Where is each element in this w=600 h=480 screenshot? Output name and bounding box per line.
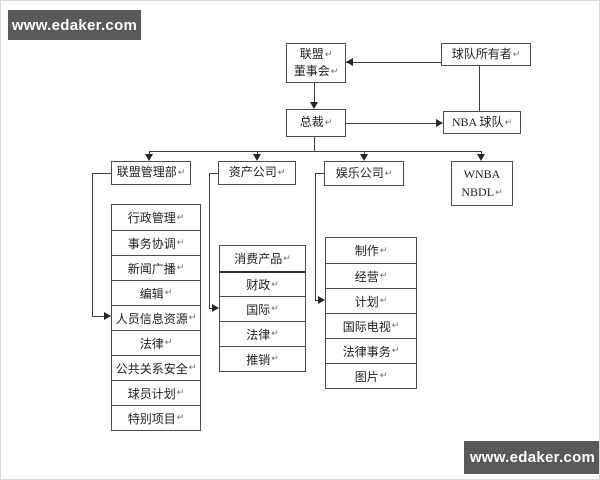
return-mark: ↵	[324, 49, 333, 60]
watermark-top-left: www.edaker.com	[8, 10, 141, 40]
connector-president-stem	[314, 137, 315, 152]
return-mark: ↵	[188, 313, 197, 323]
stack-entertainment-company: 制作↵ 经营↵ 计划↵ 国际电视↵ 法律事务↵ 图片↵	[325, 237, 417, 389]
node-wnba-line2: NBDL↵	[461, 184, 503, 199]
org-cell: 经营↵	[326, 263, 416, 288]
watermark-bottom-right: www.edaker.com	[464, 441, 599, 474]
org-cell: 国际电视↵	[326, 313, 416, 338]
org-cell: 消费产品↵	[234, 252, 291, 266]
return-mark: ↵	[176, 238, 185, 248]
org-cell: 球员计划↵	[112, 380, 200, 405]
org-cell: 法律↵	[220, 321, 305, 346]
return-mark: ↵	[379, 245, 388, 256]
org-cell: 编辑↵	[112, 280, 200, 305]
org-cell: 新闻广播↵	[112, 255, 200, 280]
return-mark: ↵	[176, 263, 185, 273]
node-wnba-nbdl: WNBA NBDL↵	[451, 161, 513, 206]
org-cell: 财政↵	[220, 271, 305, 296]
org-cell: 事务协调↵	[112, 230, 200, 255]
org-cell: 制作↵	[354, 244, 388, 258]
return-mark: ↵	[271, 279, 279, 290]
connector-drop-asset	[257, 151, 258, 156]
return-mark: ↵	[277, 168, 286, 179]
bracket-entertainment-bottom	[315, 300, 319, 301]
node-team-owners: 球队所有者↵	[441, 43, 531, 66]
connector-drop-management	[149, 151, 150, 156]
node-wnba-line1: WNBA	[463, 167, 501, 182]
org-cell: 法律↵	[112, 330, 200, 355]
arrowhead-right	[104, 312, 111, 320]
stack-league-management: 行政管理↵ 事务协调↵ 新闻广播↵ 编辑↵ 人员信息资源↵ 法律↵ 公共关系安全…	[111, 204, 201, 431]
bracket-management-top	[92, 173, 111, 174]
org-cell: 推销↵	[220, 346, 305, 371]
org-cell: 行政管理↵	[127, 211, 185, 225]
arrowhead-right	[318, 296, 325, 304]
org-cell: 计划↵	[326, 288, 416, 313]
node-league-management: 联盟管理部↵	[111, 161, 191, 185]
bracket-asset-bottom	[209, 308, 213, 309]
return-mark: ↵	[504, 117, 513, 128]
return-mark: ↵	[271, 329, 279, 339]
org-cell: 人员信息资源↵	[112, 305, 200, 330]
return-mark: ↵	[379, 296, 388, 306]
return-mark: ↵	[512, 49, 521, 60]
return-mark: ↵	[324, 118, 333, 129]
return-mark: ↵	[384, 168, 393, 179]
node-nba-teams: NBA 球队↵	[443, 111, 521, 134]
arrowhead-down	[145, 154, 153, 161]
arrowhead-right	[436, 119, 443, 127]
return-mark: ↵	[271, 304, 279, 314]
return-mark: ↵	[177, 168, 186, 179]
return-mark: ↵	[164, 288, 173, 298]
bracket-management-bottom	[92, 316, 105, 317]
node-league-board-line1: 联盟↵	[299, 46, 333, 61]
arrowhead-down	[360, 154, 368, 161]
arrowhead-down	[477, 154, 485, 161]
org-cell: 公共关系安全↵	[112, 355, 200, 380]
org-cell: 法律事务↵	[326, 338, 416, 363]
node-president: 总裁↵	[286, 109, 346, 137]
node-entertainment-company: 娱乐公司↵	[324, 161, 404, 186]
return-mark: ↵	[271, 354, 279, 364]
arrowhead-right	[212, 304, 219, 312]
bracket-asset-side	[209, 173, 210, 308]
org-cell: 图片↵	[326, 363, 416, 388]
return-mark: ↵	[176, 212, 185, 223]
arrowhead-down	[310, 102, 318, 109]
return-mark: ↵	[188, 363, 197, 373]
org-cell: 国际↵	[220, 296, 305, 321]
connector-president-to-nbateams	[346, 123, 436, 124]
node-league-board-line2: 董事会↵	[293, 64, 339, 78]
bracket-asset-top	[209, 173, 218, 174]
bracket-entertainment-side	[315, 173, 316, 300]
connector-owners-to-nbateams	[479, 66, 480, 111]
connector-board-to-president	[314, 83, 315, 103]
connector-drop-entertainment	[364, 151, 365, 156]
node-asset-company: 资产公司↵	[218, 161, 296, 185]
return-mark: ↵	[176, 413, 185, 423]
connector-owners-to-board	[346, 62, 441, 63]
connector-drop-wnba	[481, 151, 482, 156]
connector-branch-bar	[149, 151, 481, 152]
arrowhead-down	[253, 154, 261, 161]
return-mark: ↵	[391, 346, 400, 356]
return-mark: ↵	[330, 67, 339, 77]
org-cell: 特别项目↵	[112, 405, 200, 430]
stack-asset-company: 消费产品↵ 财政↵ 国际↵ 法律↵ 推销↵	[219, 245, 306, 372]
bracket-management-side	[92, 173, 93, 316]
return-mark: ↵	[176, 388, 185, 398]
return-mark: ↵	[391, 321, 400, 331]
return-mark: ↵	[379, 271, 388, 281]
arrowhead-left	[346, 58, 353, 66]
return-mark: ↵	[283, 253, 291, 264]
return-mark: ↵	[379, 371, 388, 381]
node-league-board: 联盟↵ 董事会↵	[286, 43, 346, 83]
bracket-entertainment-top	[315, 173, 324, 174]
return-mark: ↵	[495, 187, 503, 198]
return-mark: ↵	[164, 338, 173, 348]
